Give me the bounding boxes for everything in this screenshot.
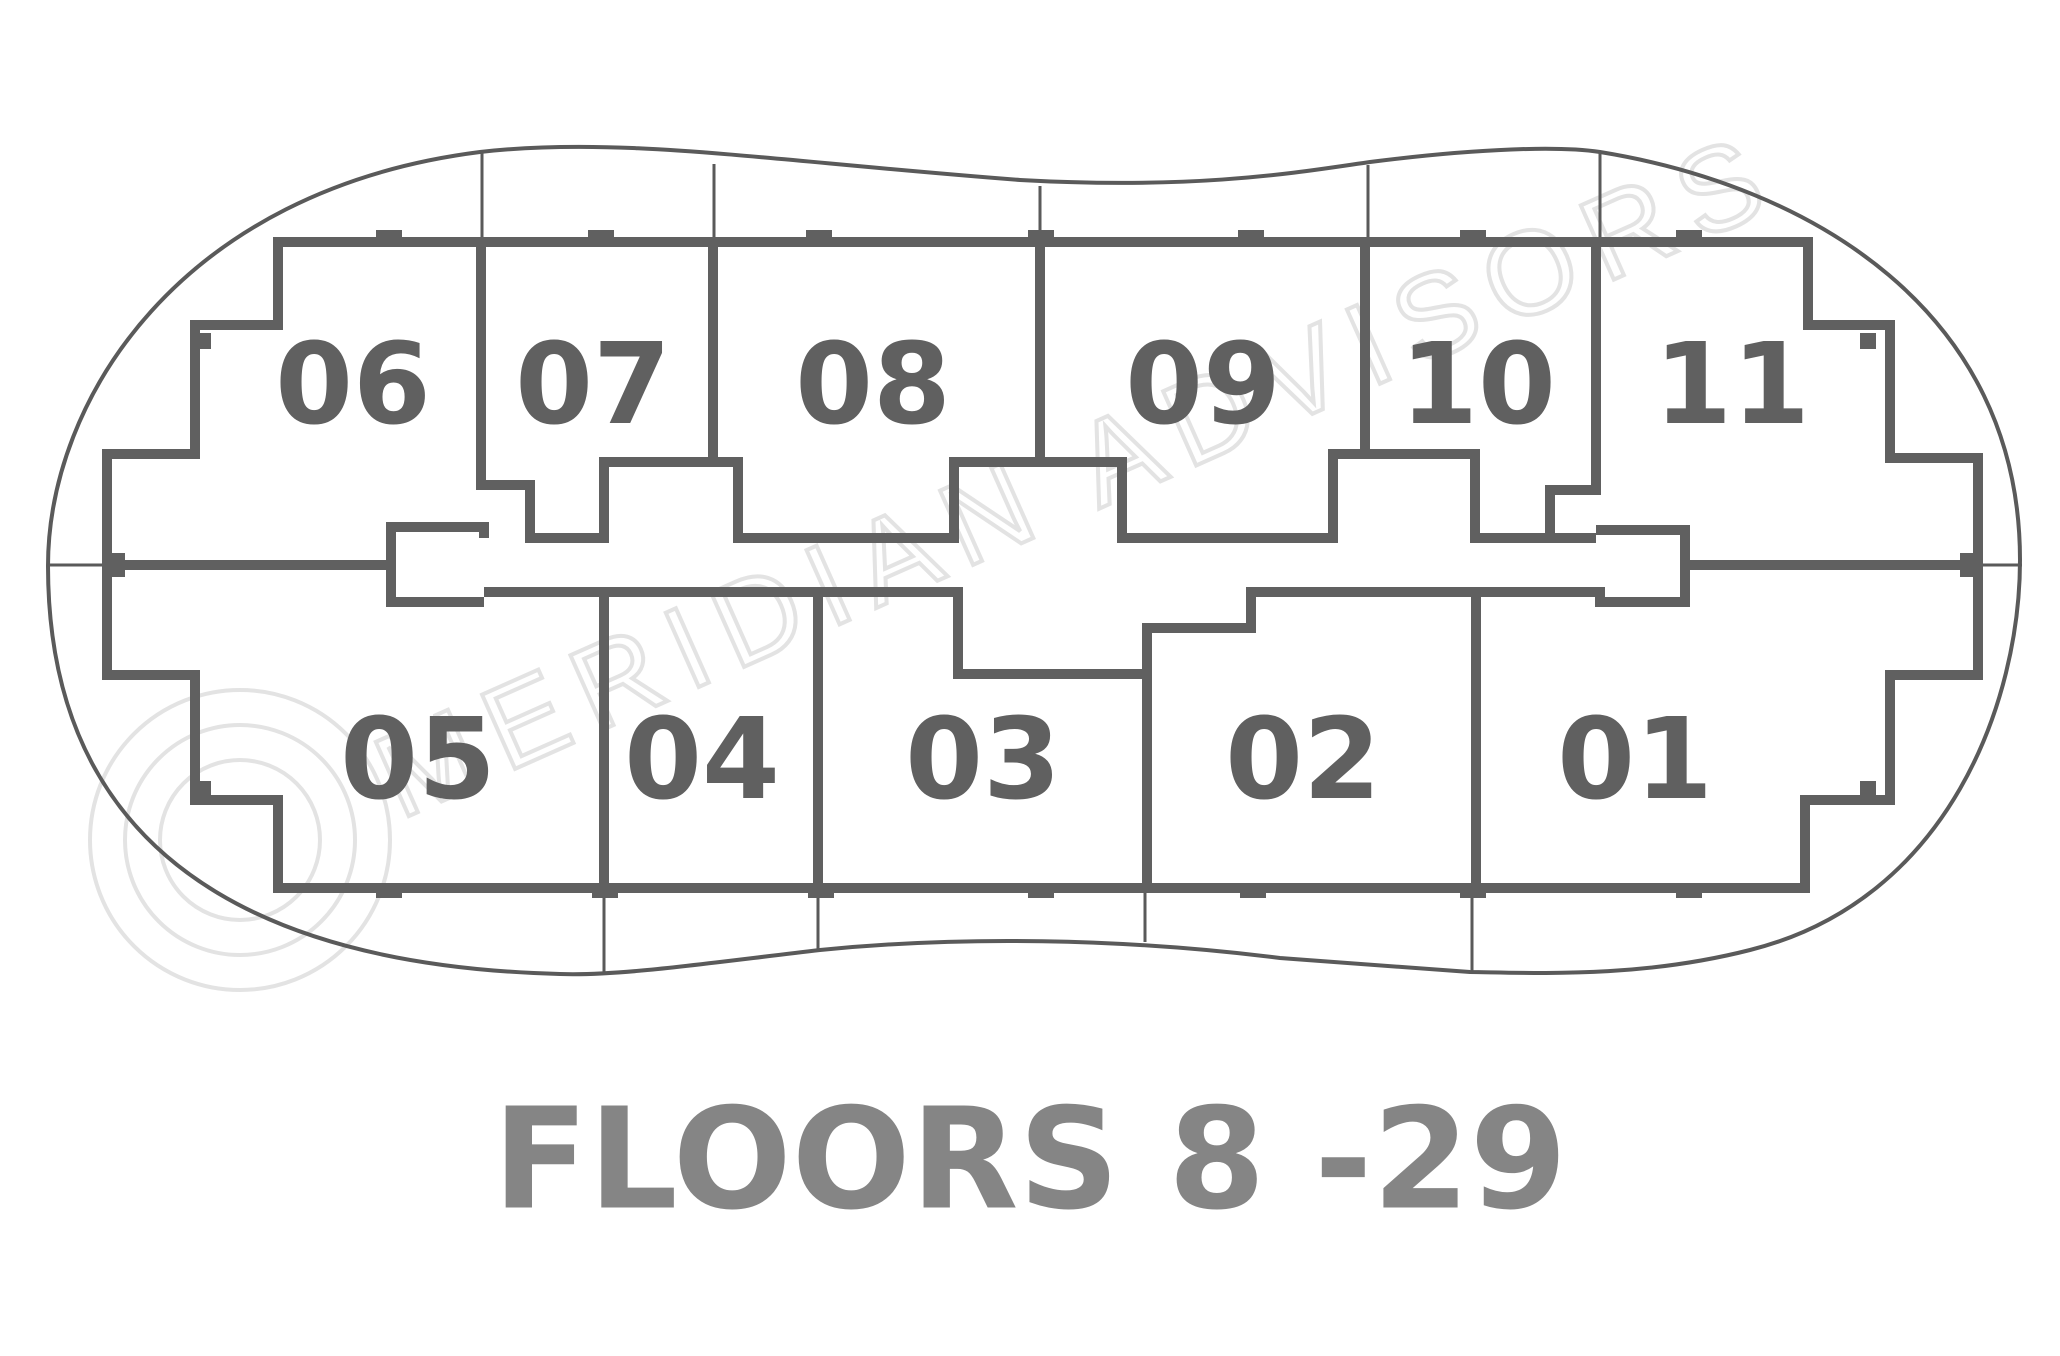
unit-01-label: 01 bbox=[1557, 695, 1713, 825]
unit-09-label: 09 bbox=[1125, 320, 1281, 450]
unit-06-label: 06 bbox=[275, 320, 431, 450]
unit-11-label: 11 bbox=[1654, 320, 1810, 450]
unit-05-label: 05 bbox=[340, 695, 496, 825]
wall-markers bbox=[107, 230, 1978, 898]
unit-10-label: 10 bbox=[1400, 320, 1556, 450]
unit-08-label: 08 bbox=[795, 320, 951, 450]
unit-07-label: 07 bbox=[515, 320, 671, 450]
site-boundary bbox=[45, 144, 2023, 977]
unit-03-label: 03 bbox=[905, 695, 1061, 825]
watermark-logo bbox=[88, 688, 392, 992]
floor-range-title: FLOORS 8 -29 bbox=[493, 1079, 1567, 1242]
unit-04-label: 04 bbox=[624, 695, 780, 825]
unit-labels: 06 07 08 09 10 11 05 04 03 02 01 bbox=[275, 320, 1810, 825]
building-walls bbox=[102, 237, 1983, 893]
unit-02-label: 02 bbox=[1225, 695, 1381, 825]
